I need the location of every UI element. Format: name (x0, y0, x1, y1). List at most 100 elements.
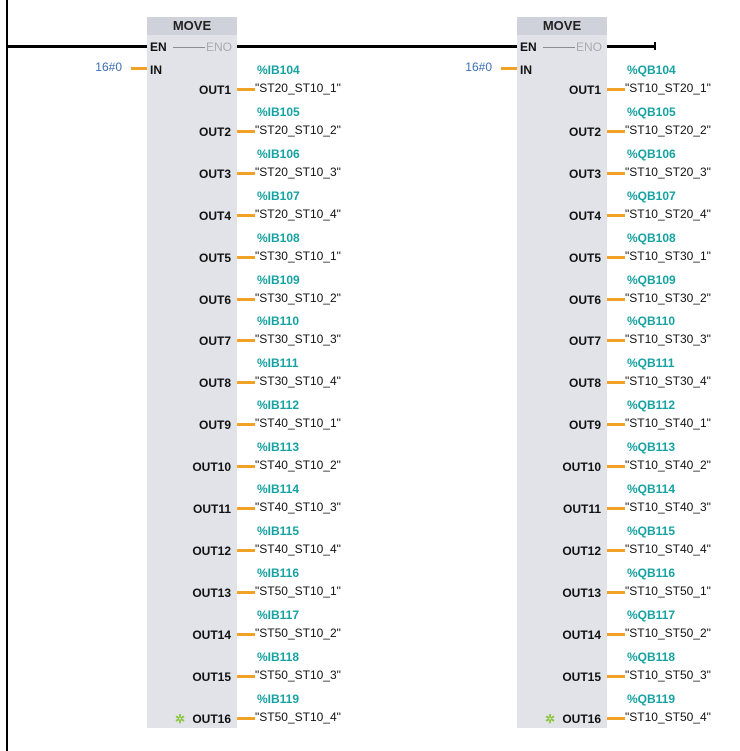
output-symbol[interactable]: "ST10_ST40_2" (625, 458, 711, 473)
output-symbol[interactable]: "ST20_ST10_2" (255, 122, 341, 137)
eno-pin[interactable]: ENO (575, 40, 602, 54)
output-pin[interactable]: OUT5 (517, 251, 601, 265)
output-address[interactable]: %QB111 (627, 356, 675, 371)
output-pin[interactable]: OUT3 (517, 167, 601, 181)
output-symbol[interactable]: "ST10_ST40_4" (625, 541, 711, 556)
output-pin[interactable]: OUT8 (517, 376, 601, 390)
output-address[interactable]: %QB114 (627, 482, 676, 496)
output-symbol[interactable]: "ST10_ST30_4" (625, 374, 711, 389)
output-pin[interactable]: OUT1 (147, 83, 231, 97)
output-symbol[interactable]: "ST40_ST10_4" (255, 541, 341, 556)
output-symbol[interactable]: "ST10_ST20_2" (625, 122, 711, 137)
output-pin[interactable]: OUT5 (147, 251, 231, 265)
output-symbol[interactable]: "ST40_ST10_3" (255, 500, 341, 514)
output-symbol[interactable]: "ST10_ST30_2" (625, 290, 711, 305)
output-pin[interactable]: OUT4 (147, 209, 231, 223)
output-address[interactable]: %IB104 (257, 63, 300, 77)
in-pin[interactable]: IN (520, 63, 532, 77)
output-symbol[interactable]: "ST10_ST40_1" (625, 416, 711, 431)
output-pin[interactable]: OUT9 (517, 418, 601, 432)
output-pin[interactable]: OUT6 (517, 293, 601, 307)
output-pin[interactable]: OUT10 (147, 460, 231, 474)
output-symbol[interactable]: "ST30_ST10_3" (255, 332, 341, 347)
output-address[interactable]: %IB114 (257, 482, 300, 496)
output-pin[interactable]: OUT8 (147, 376, 231, 390)
output-address[interactable]: %QB116 (627, 565, 676, 580)
output-symbol[interactable]: "ST20_ST10_4" (255, 206, 341, 221)
eno-pin[interactable]: ENO (205, 40, 232, 54)
output-pin[interactable]: OUT1 (517, 83, 601, 97)
output-pin[interactable]: OUT13 (517, 586, 601, 600)
output-address[interactable]: %QB110 (627, 314, 676, 329)
output-address[interactable]: %IB110 (257, 314, 300, 329)
output-address[interactable]: %IB108 (257, 230, 300, 245)
output-pin[interactable]: OUT7 (147, 334, 231, 348)
output-address[interactable]: %IB111 (257, 356, 299, 371)
output-pin[interactable]: ✲OUT16 (517, 712, 601, 726)
output-address[interactable]: %IB117 (257, 607, 300, 622)
in-pin[interactable]: IN (150, 63, 162, 77)
output-symbol[interactable]: "ST40_ST10_2" (255, 458, 341, 473)
output-address[interactable]: %QB118 (627, 649, 676, 664)
output-address[interactable]: %QB106 (627, 146, 676, 161)
output-symbol[interactable]: "ST10_ST50_4" (625, 709, 711, 724)
output-symbol[interactable]: "ST10_ST20_4" (625, 206, 711, 221)
output-pin[interactable]: OUT15 (147, 670, 231, 684)
output-symbol[interactable]: "ST40_ST10_1" (255, 416, 341, 431)
output-pin[interactable]: OUT14 (517, 628, 601, 642)
output-address[interactable]: %IB106 (257, 146, 300, 161)
output-address[interactable]: %IB116 (257, 565, 300, 580)
output-address[interactable]: %QB115 (627, 523, 676, 538)
output-pin[interactable]: OUT7 (517, 334, 601, 348)
en-pin[interactable]: EN (150, 40, 167, 54)
output-address[interactable]: %IB118 (257, 649, 300, 664)
output-pin[interactable]: OUT3 (147, 167, 231, 181)
output-address[interactable]: %IB115 (257, 523, 300, 538)
output-address[interactable]: %IB112 (257, 398, 300, 413)
output-symbol[interactable]: "ST50_ST10_1" (255, 583, 341, 598)
output-symbol[interactable]: "ST10_ST30_3" (625, 332, 711, 347)
output-symbol[interactable]: "ST20_ST10_1" (255, 81, 341, 95)
output-address[interactable]: %QB117 (627, 607, 676, 622)
output-address[interactable]: %IB107 (257, 188, 300, 203)
output-pin[interactable]: OUT9 (147, 418, 231, 432)
output-address[interactable]: %IB109 (257, 272, 300, 287)
output-address[interactable]: %QB104 (627, 63, 676, 77)
output-pin[interactable]: OUT10 (517, 460, 601, 474)
output-symbol[interactable]: "ST10_ST20_3" (625, 164, 711, 179)
output-symbol[interactable]: "ST50_ST10_4" (255, 709, 341, 724)
output-symbol[interactable]: "ST50_ST10_3" (255, 667, 341, 682)
output-symbol[interactable]: "ST50_ST10_2" (255, 625, 341, 640)
output-symbol[interactable]: "ST10_ST30_1" (625, 248, 711, 263)
output-address[interactable]: %IB105 (257, 104, 300, 119)
output-address[interactable]: %QB109 (627, 272, 676, 287)
output-address[interactable]: %QB105 (627, 104, 676, 119)
output-symbol[interactable]: "ST10_ST50_2" (625, 625, 711, 640)
output-address[interactable]: %QB107 (627, 188, 676, 203)
output-symbol[interactable]: "ST10_ST50_1" (625, 583, 711, 598)
output-pin[interactable]: OUT4 (517, 209, 601, 223)
output-symbol[interactable]: "ST10_ST50_3" (625, 667, 711, 682)
output-address[interactable]: %IB113 (257, 440, 300, 455)
output-pin[interactable]: OUT14 (147, 628, 231, 642)
output-address[interactable]: %QB113 (627, 440, 676, 455)
output-symbol[interactable]: "ST30_ST10_4" (255, 374, 341, 389)
output-address[interactable]: %QB112 (627, 398, 676, 413)
output-pin[interactable]: OUT15 (517, 670, 601, 684)
output-address[interactable]: %QB108 (627, 230, 676, 245)
output-pin[interactable]: OUT6 (147, 293, 231, 307)
output-pin[interactable]: OUT12 (147, 544, 231, 558)
output-pin[interactable]: OUT11 (517, 502, 601, 516)
output-pin[interactable]: OUT2 (517, 125, 601, 139)
en-pin[interactable]: EN (520, 40, 537, 54)
output-pin[interactable]: OUT13 (147, 586, 231, 600)
output-symbol[interactable]: "ST30_ST10_1" (255, 248, 341, 263)
output-pin[interactable]: ✲OUT16 (147, 712, 231, 726)
in-value[interactable]: 16#0 (95, 60, 122, 74)
output-pin[interactable]: OUT2 (147, 125, 231, 139)
output-symbol[interactable]: "ST30_ST10_2" (255, 290, 341, 305)
output-symbol[interactable]: "ST20_ST10_3" (255, 164, 341, 179)
output-symbol[interactable]: "ST10_ST20_1" (625, 81, 711, 95)
